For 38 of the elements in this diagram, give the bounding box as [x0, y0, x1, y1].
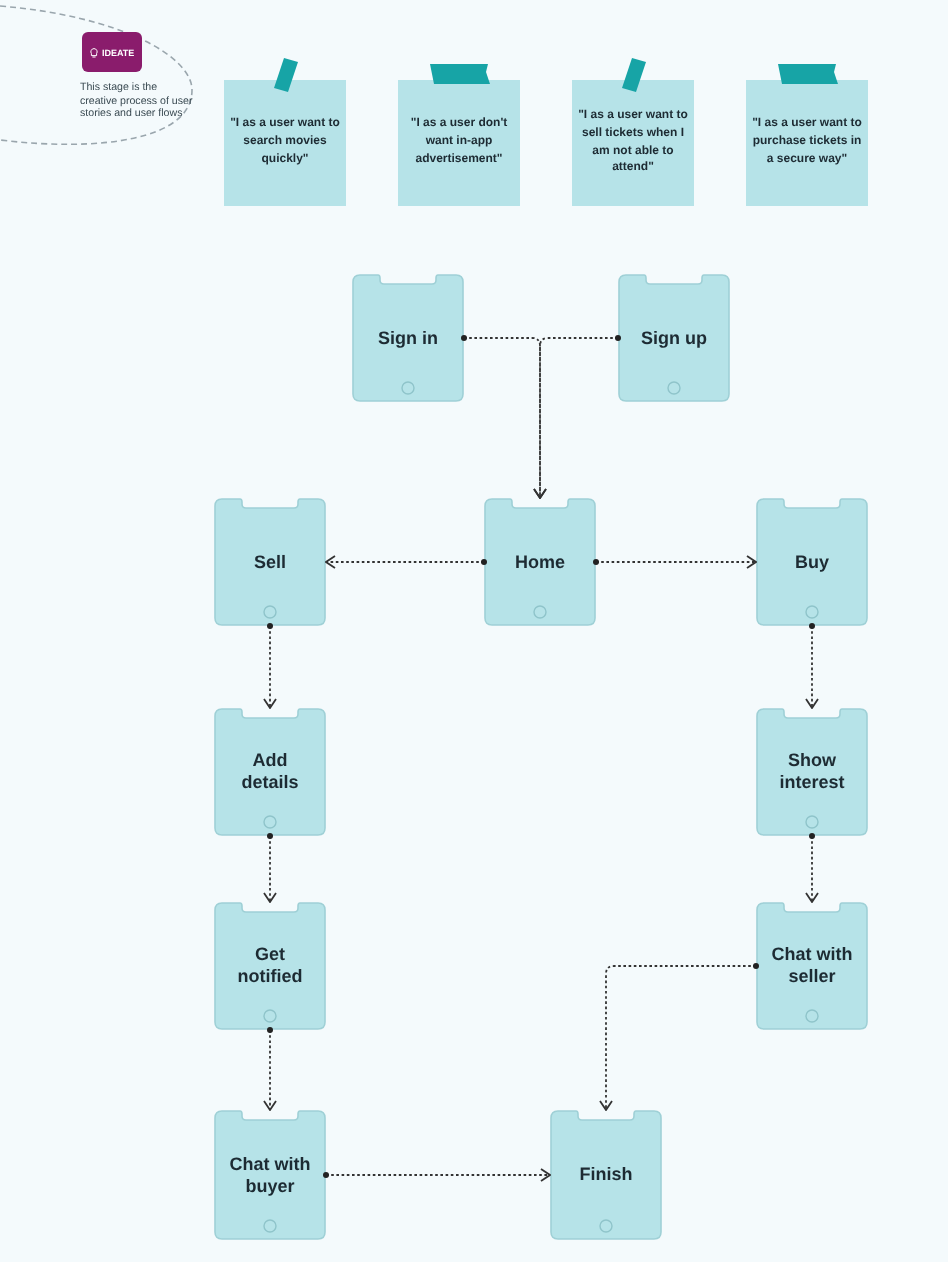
phone-screen: [756, 902, 868, 1030]
sticky-note: [572, 80, 694, 206]
screen-label: Finish: [577, 1164, 635, 1186]
dotted-arrow: [461, 335, 547, 499]
phone-screen: [756, 498, 868, 626]
dotted-arrow: [533, 335, 621, 499]
screen-label: Sign up: [639, 327, 709, 349]
dotted-arrow: [263, 833, 277, 903]
phone-screen: [550, 1110, 662, 1240]
dotted-arrow: [599, 963, 759, 1111]
phone-screen: [214, 902, 326, 1030]
screen-label: Chat with buyer: [227, 1153, 313, 1197]
screen-label: Show interest: [777, 750, 847, 794]
phone-screen: [214, 1110, 326, 1240]
phone-screen: [214, 498, 326, 626]
dotted-arrow: [805, 833, 819, 903]
sticky-note: [398, 80, 520, 206]
screen-label: Home: [512, 551, 567, 573]
dotted-arrow: [805, 623, 819, 709]
dotted-arrow: [263, 1027, 277, 1111]
screen-label: Get notified: [235, 944, 305, 988]
phone-screen: [352, 274, 464, 402]
dotted-arrow: [263, 623, 277, 709]
phone-screen: [214, 708, 326, 836]
dotted-arrow: [325, 555, 487, 569]
dotted-arrow: [323, 1168, 551, 1182]
phone-screen: [484, 498, 596, 626]
sticky-note: [746, 80, 868, 206]
stage-badge: [82, 32, 142, 72]
screen-label: Add details: [239, 750, 301, 794]
dotted-arrow: [593, 555, 757, 569]
screen-label: Chat with seller: [769, 944, 855, 988]
phone-screen: [618, 274, 730, 402]
phone-screen: [756, 708, 868, 836]
screen-label: Sign in: [376, 327, 440, 349]
screen-label: Sell: [251, 551, 288, 573]
sticky-note: [224, 80, 346, 206]
screen-label: Buy: [792, 551, 831, 573]
